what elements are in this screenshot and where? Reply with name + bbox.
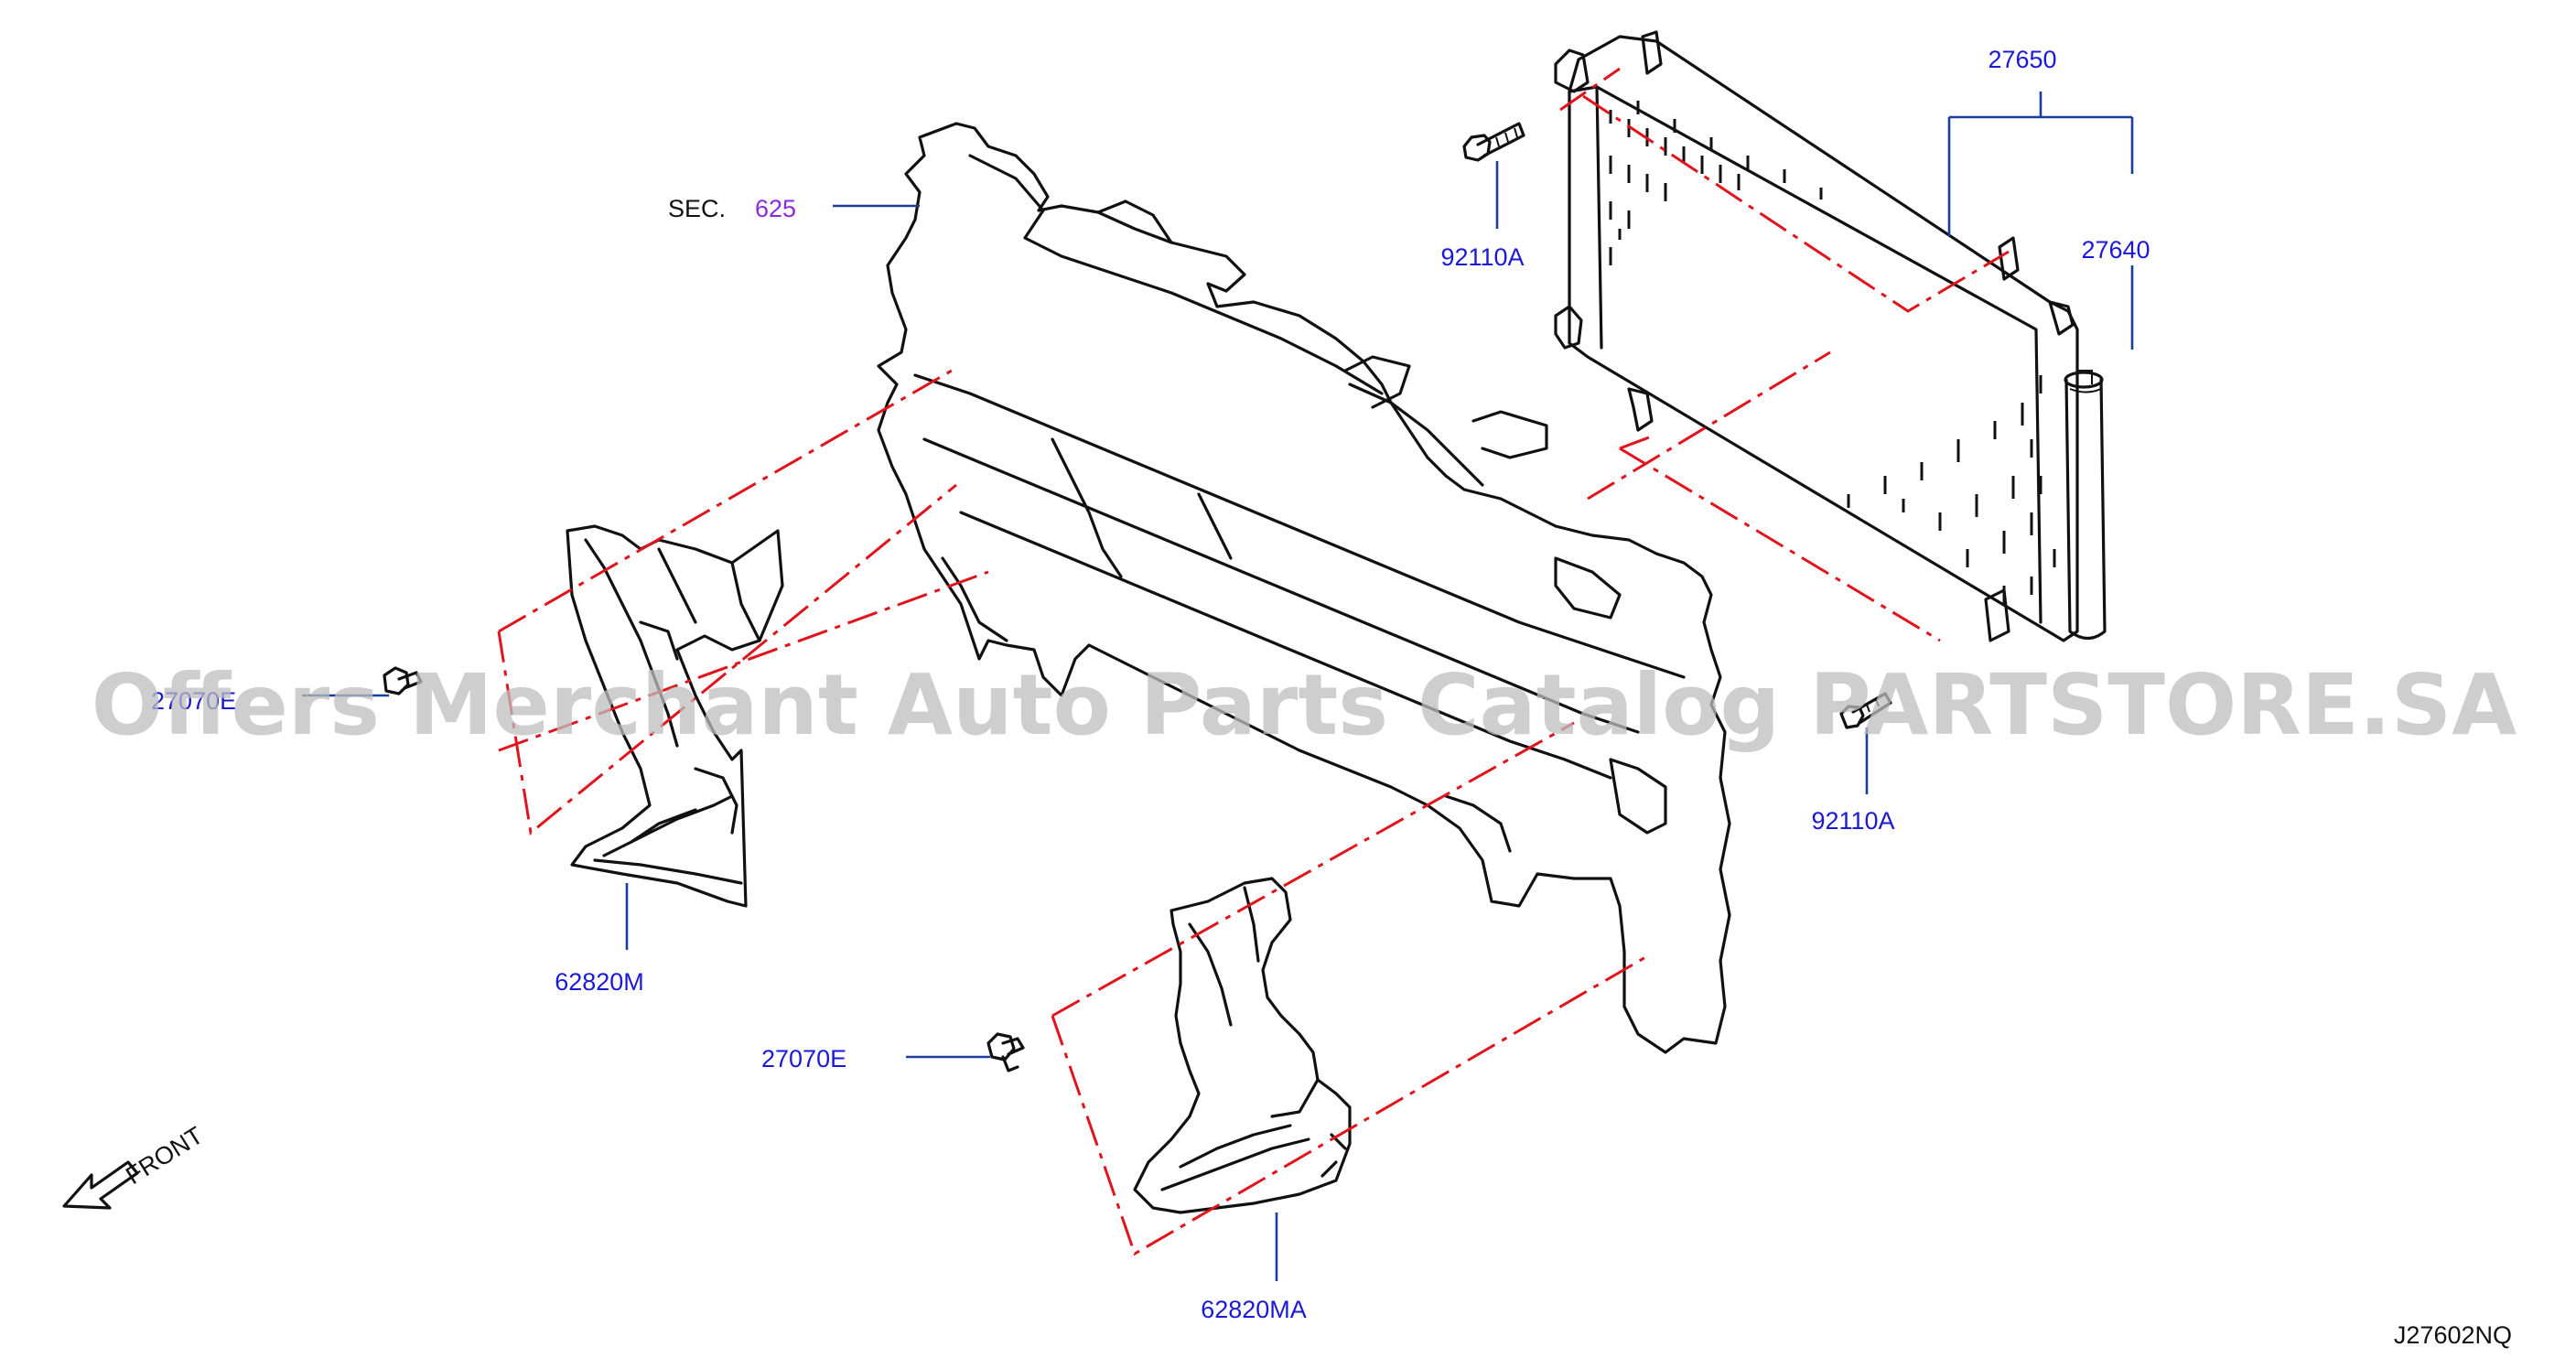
callout-27640[interactable]: 27640 [2081,236,2150,264]
callout-92110a-upper[interactable]: 92110A [1440,243,1524,271]
callout-27070e-center[interactable]: 27070E [761,1045,846,1072]
callout-leaders [302,92,2134,1281]
receiver-tank [2064,370,2107,641]
callout-92110a-lower[interactable]: 92110A [1811,807,1894,835]
radiator-core-support [877,122,1731,1054]
callout-62820ma[interactable]: 62820MA [1201,1296,1307,1323]
callout-62820m[interactable]: 62820M [555,968,644,996]
watermark: Offers Merchant Auto Parts Catalog PARTS… [92,656,2517,754]
air-guide-right [1133,877,1352,1214]
callout-27070e-left[interactable]: 27070E [151,687,236,715]
bolt-upper-left-icon [1462,122,1525,162]
condenser [1554,30,2079,642]
assembly-chain-lines [497,67,2010,1256]
condenser-fins-upper [1609,101,1823,265]
clip-left-icon [383,666,423,695]
callout-27650[interactable]: 27650 [1988,46,2056,73]
section-ref-number[interactable]: 625 [755,195,796,222]
condenser-fins-lower [1847,375,2056,604]
air-guide-left [566,524,784,908]
clip-center-icon [986,1032,1025,1072]
section-ref-prefix: SEC. [668,195,726,222]
front-label: FRONT [121,1121,208,1190]
diagram-code: J27602NQ [2394,1321,2512,1349]
bolt-lower-right-icon [1839,692,1892,729]
front-direction-arrow-icon [62,1160,139,1210]
